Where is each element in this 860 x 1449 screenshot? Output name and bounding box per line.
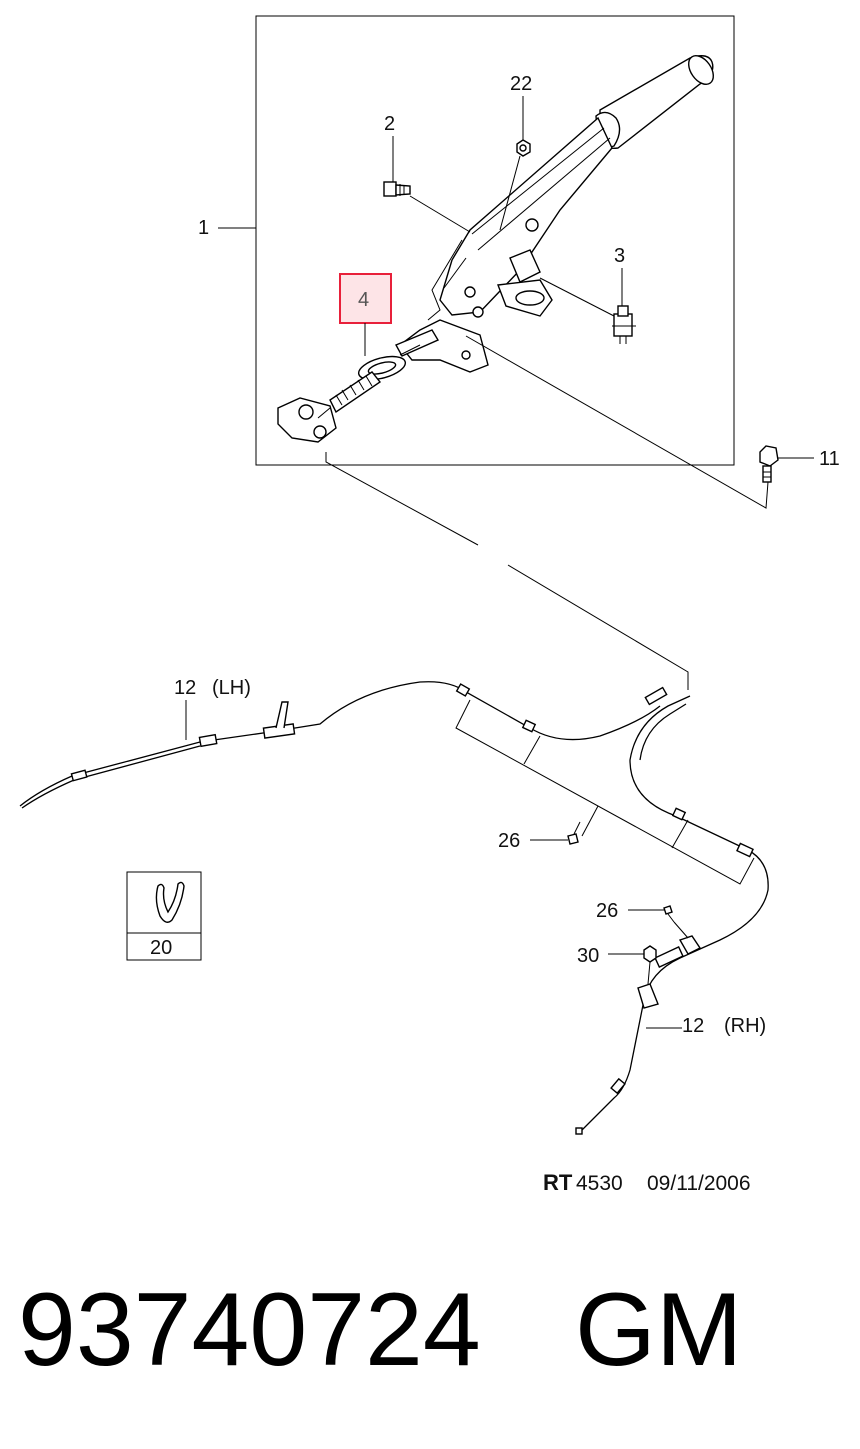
callout-12-rh-number: 12 <box>682 1015 704 1037</box>
clip-bracket-tick-3 <box>581 805 599 837</box>
part-number: 93740724 <box>18 1272 481 1388</box>
drawing-code-number: 4530 <box>576 1172 623 1195</box>
callout-3: 3 <box>614 245 625 267</box>
switch-3-axis <box>539 277 615 317</box>
bolt-11 <box>759 445 779 483</box>
nut-30 <box>643 945 657 963</box>
cable-equalizer <box>277 397 337 443</box>
callout-4: 4 <box>358 289 369 311</box>
bolt-2-axis <box>409 195 471 233</box>
bolt-26-upper <box>567 821 581 845</box>
equalizer-link-line-upper <box>325 452 479 546</box>
callout-12-lh-side: (LH) <box>212 677 251 699</box>
callout-11: 11 <box>819 448 840 470</box>
lever-assembly-frame <box>255 15 735 466</box>
nut-22 <box>516 139 531 157</box>
cable-12-rh <box>575 695 769 1135</box>
callout-1: 1 <box>198 217 209 239</box>
callout-2: 2 <box>384 113 395 135</box>
callout-20: 20 <box>150 937 172 959</box>
callout-26-upper: 26 <box>498 830 520 852</box>
clip-bracket-lines <box>455 699 755 885</box>
nut-30-axis <box>647 961 651 985</box>
callout-12-rh-side: (RH) <box>724 1015 766 1037</box>
callout-22: 22 <box>510 73 532 95</box>
bolt-26-lower-axis <box>673 921 689 939</box>
clip-20-legend <box>126 871 202 961</box>
callout-30: 30 <box>577 945 599 967</box>
callout-4-highlight-box <box>339 273 392 324</box>
clip-bracket-tick-2 <box>671 819 689 849</box>
nut-22-axis <box>499 155 521 231</box>
drawing-code-prefix: RT <box>543 1170 573 1195</box>
brand: GM <box>575 1272 743 1388</box>
callout-26-lower: 26 <box>596 900 618 922</box>
callout-12-lh-number: 12 <box>174 677 196 699</box>
equalizer-link-line-lower <box>507 564 689 690</box>
clip-bracket-tick-1 <box>523 735 541 765</box>
bolt-11-axis <box>465 335 769 509</box>
drawing-date: 09/11/2006 <box>647 1172 751 1195</box>
bolt-2 <box>383 181 411 197</box>
bolt-26-lower <box>663 905 675 923</box>
boot-4 <box>329 344 421 414</box>
clip-20-icon <box>155 881 185 923</box>
cable-12-lh <box>19 681 668 809</box>
switch-3 <box>612 305 636 344</box>
handbrake-lever <box>395 54 715 373</box>
